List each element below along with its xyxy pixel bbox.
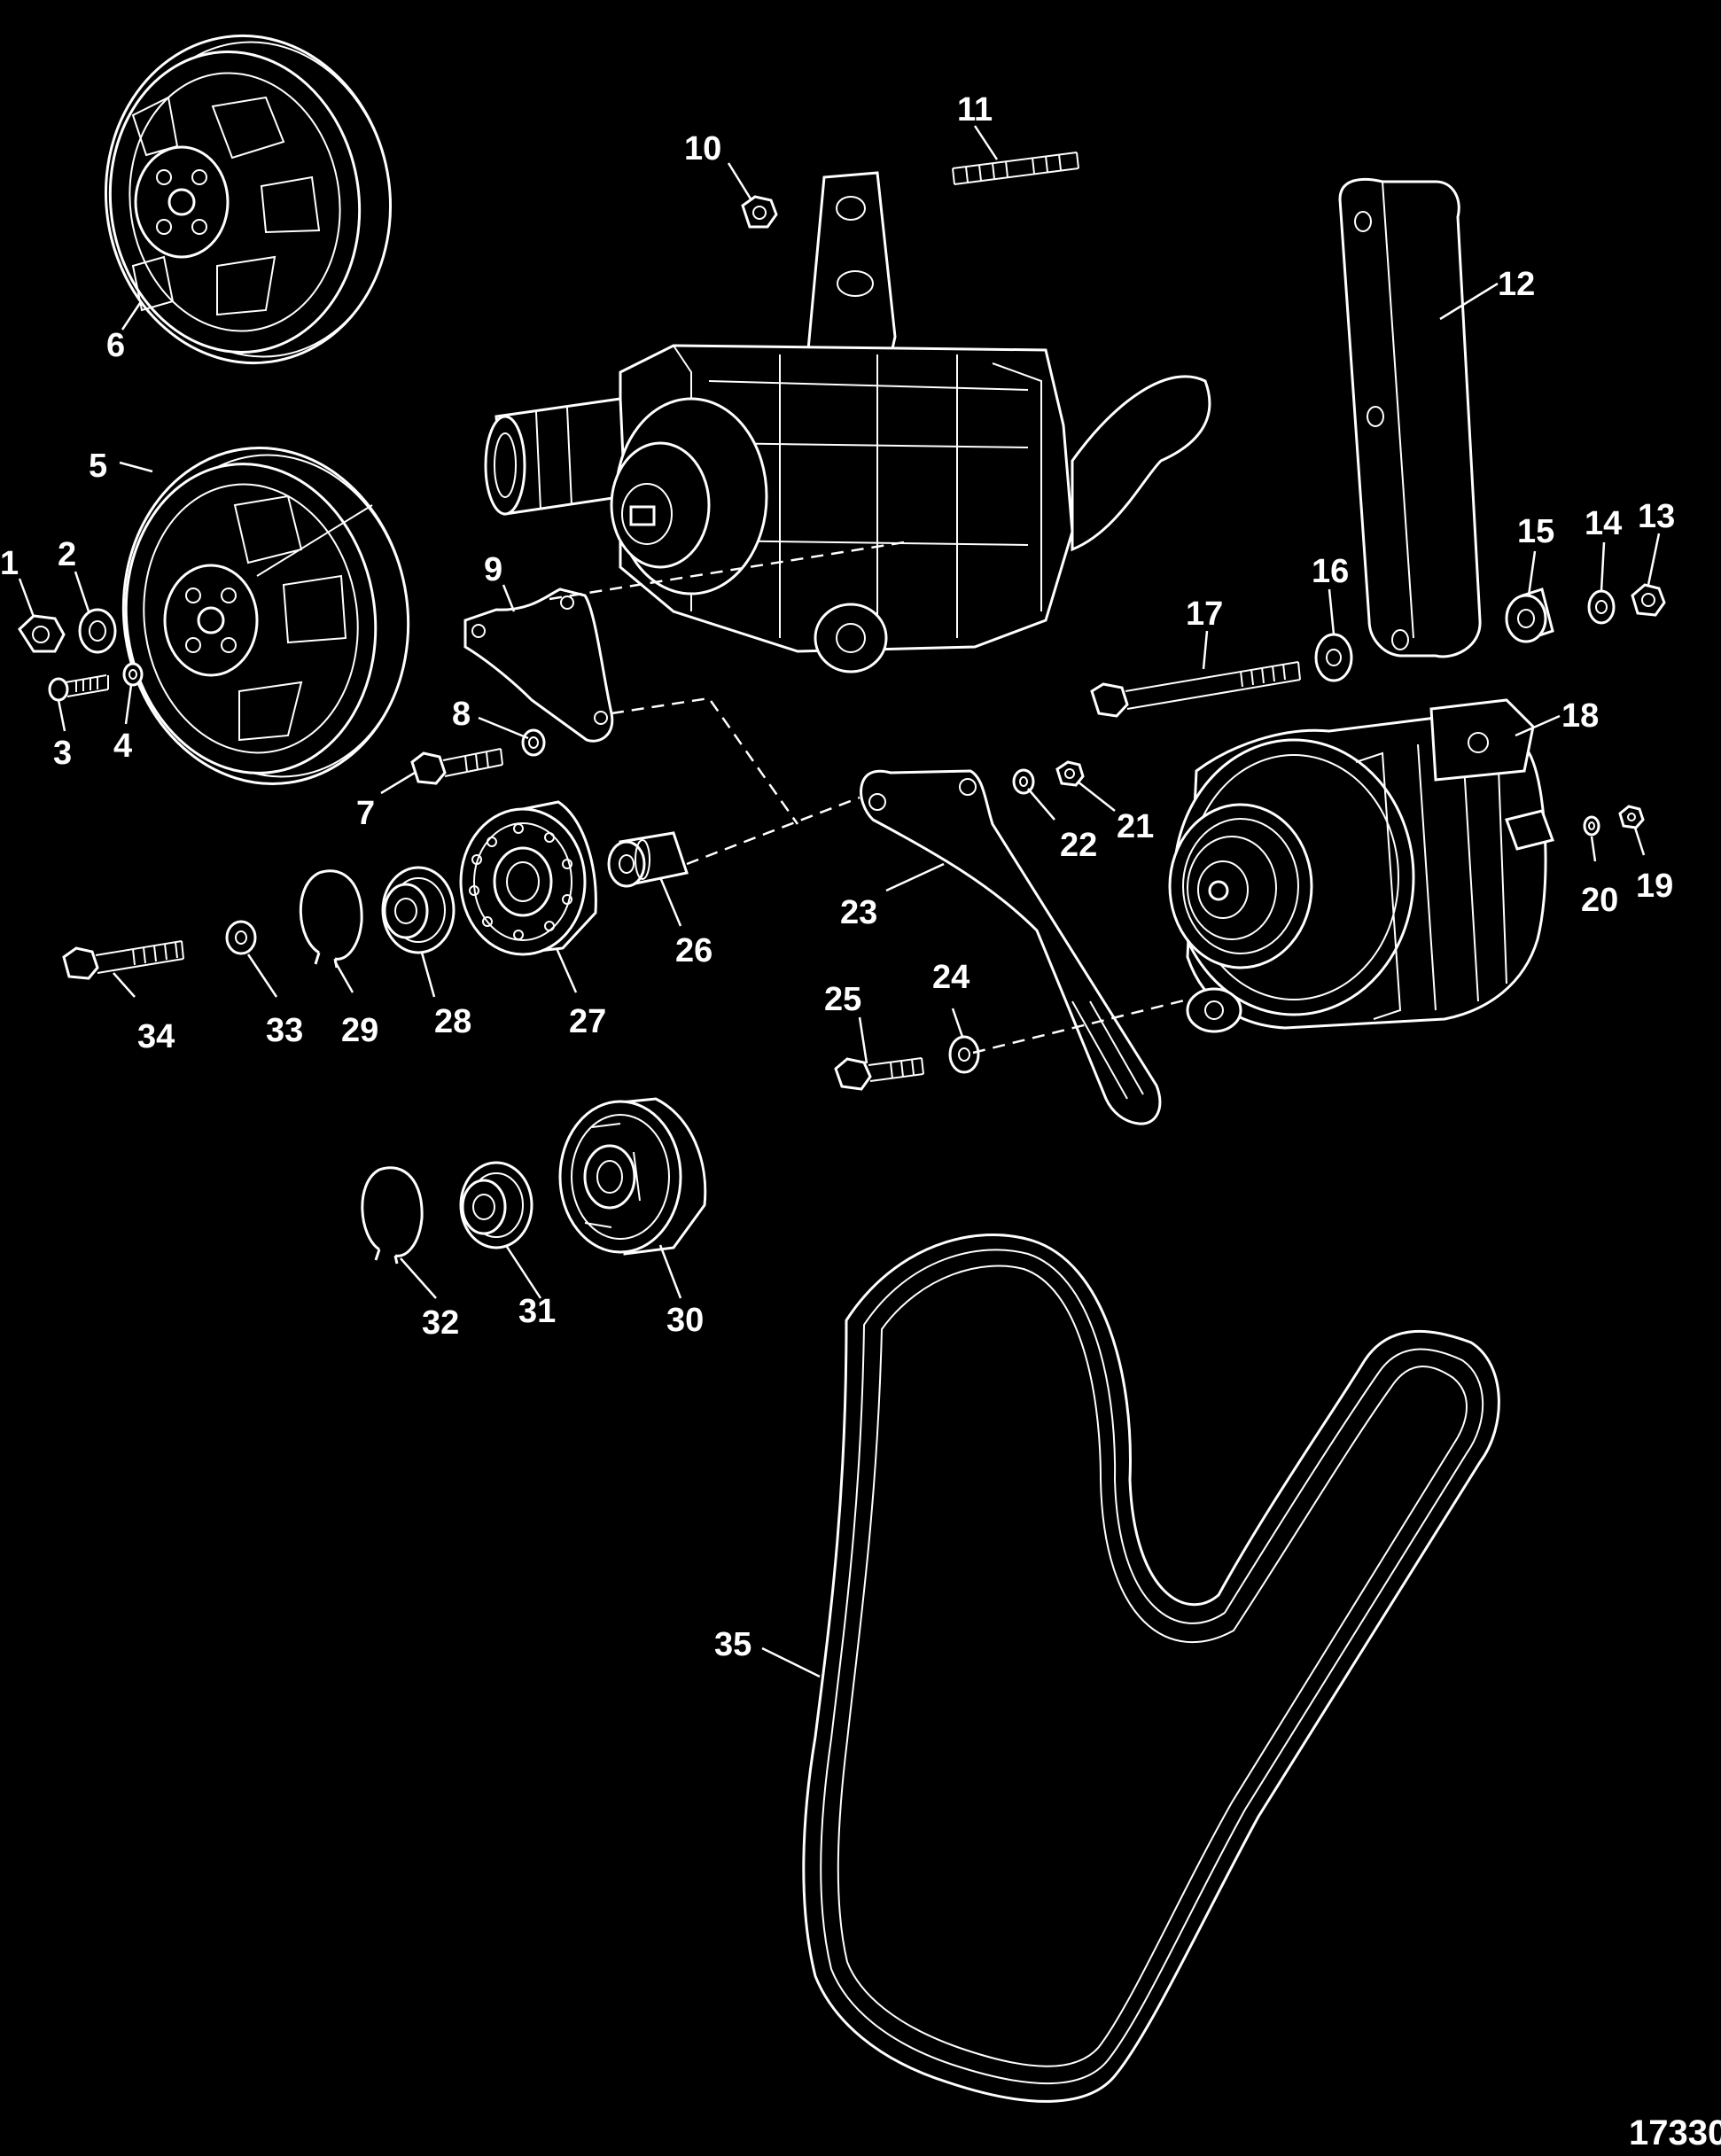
- callout-15: 15: [1517, 513, 1554, 550]
- callout-14: 14: [1585, 505, 1622, 542]
- part-33-washer: [225, 920, 257, 955]
- part-11-stud: [952, 152, 1079, 185]
- callout-31: 31: [518, 1293, 556, 1330]
- callout-24: 24: [932, 959, 970, 996]
- part-6-pulley: [104, 34, 393, 365]
- callout-8: 8: [452, 696, 471, 733]
- callout-5: 5: [89, 448, 107, 485]
- callout-19: 19: [1636, 868, 1673, 905]
- part-4-washer: [122, 662, 144, 687]
- callout-34: 34: [137, 1018, 175, 1055]
- leader-lines: [18, 125, 1661, 1678]
- callout-35: 35: [714, 1626, 751, 1663]
- callout-17: 17: [1186, 595, 1223, 633]
- part-7-bolt: [410, 748, 503, 785]
- callout-labels: 1 2 3 4 5 6 7 8 9 10 11 12 13 14 15 16 1…: [0, 91, 1675, 1663]
- part-15-spacer: [1505, 588, 1554, 643]
- part-3-bolt: [48, 674, 109, 702]
- callout-16: 16: [1312, 553, 1349, 590]
- part-35-drive-belt: [802, 1234, 1500, 2103]
- part-23-bracket: [860, 769, 1162, 1125]
- part-1-nut: [18, 614, 66, 653]
- callout-9: 9: [484, 551, 502, 588]
- part-19-nut: [1618, 805, 1645, 829]
- part-18-alternator: [1168, 698, 1554, 1033]
- part-13-nut: [1631, 583, 1666, 617]
- part-2-washer: [78, 608, 117, 654]
- part-28-bearing: [381, 866, 456, 954]
- callout-2: 2: [58, 536, 76, 573]
- callout-11: 11: [957, 91, 993, 128]
- part-34-bolt: [62, 940, 184, 980]
- callout-25: 25: [824, 981, 861, 1018]
- callout-26: 26: [675, 932, 713, 969]
- callout-20: 20: [1581, 882, 1618, 919]
- part-20-washer: [1583, 815, 1600, 837]
- callout-1: 1: [0, 545, 19, 582]
- callout-22: 22: [1060, 827, 1097, 864]
- part-22-washer: [1012, 768, 1035, 795]
- callout-4: 4: [113, 728, 132, 765]
- part-29-snap-ring: [299, 869, 363, 969]
- callout-30: 30: [666, 1302, 704, 1339]
- part-12-strap: [1338, 177, 1482, 658]
- callout-23: 23: [840, 894, 877, 931]
- assembly-lines: [549, 541, 1188, 1055]
- part-9-plate: [463, 588, 614, 743]
- callout-13: 13: [1638, 498, 1675, 535]
- part-24-washer: [948, 1035, 980, 1074]
- part-14-washer: [1587, 589, 1616, 625]
- callout-27: 27: [569, 1003, 606, 1040]
- callout-3: 3: [53, 735, 72, 772]
- callout-33: 33: [266, 1012, 303, 1049]
- callout-28: 28: [434, 1003, 471, 1040]
- part-8-washer: [521, 728, 546, 757]
- part-30-idler-pulley: [558, 1097, 707, 1256]
- part-17-bolt: [1090, 661, 1301, 718]
- part-27-idler-pulley: [459, 800, 597, 956]
- part-10-nut: [741, 195, 778, 229]
- callout-12: 12: [1498, 266, 1535, 303]
- seawater-pump-assembly: [484, 171, 1211, 673]
- callout-6: 6: [106, 327, 125, 364]
- part-25-bolt: [834, 1057, 924, 1091]
- callout-10: 10: [684, 130, 721, 167]
- callout-18: 18: [1561, 697, 1599, 735]
- part-16-spacer: [1314, 633, 1353, 682]
- part-26-sleeve: [607, 831, 689, 888]
- callout-32: 32: [422, 1304, 459, 1342]
- callout-21: 21: [1117, 808, 1154, 845]
- callout-7: 7: [356, 795, 375, 832]
- callout-29: 29: [341, 1012, 378, 1049]
- part-5-pulley: [121, 447, 410, 785]
- figure-number: 17330: [1629, 2113, 1721, 2152]
- part-32-snap-ring: [361, 1166, 424, 1265]
- part-21-nut: [1055, 760, 1085, 787]
- part-31-bearing: [459, 1161, 533, 1249]
